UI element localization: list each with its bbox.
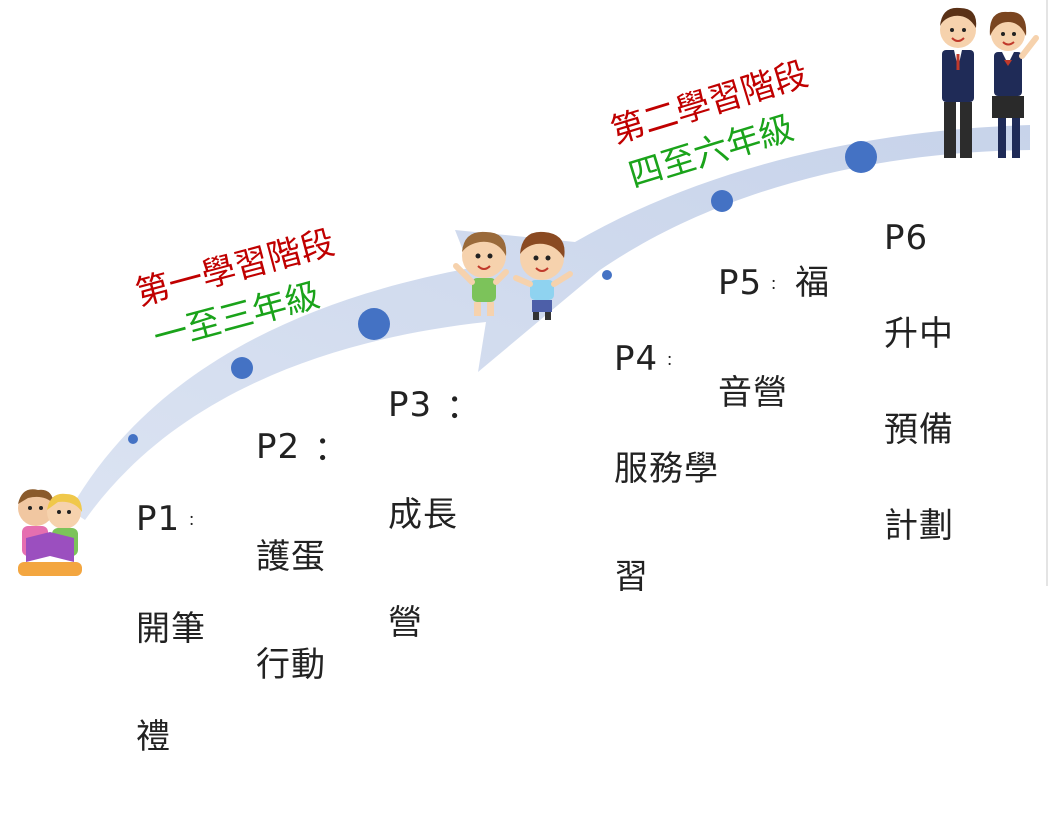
stage-line: 營 — [388, 602, 423, 643]
stage-dot-p4 — [602, 270, 612, 280]
stage-separator: ： — [314, 428, 350, 469]
stage-code: P1 — [136, 499, 181, 539]
stage-line: 開筆 — [136, 608, 206, 649]
stage-code: P6 — [884, 218, 929, 258]
stage-line: 習 — [614, 556, 649, 597]
children-reading-icon — [18, 489, 82, 576]
stage-dot-p6 — [845, 141, 877, 173]
students-in-uniform-icon — [940, 7, 1039, 158]
stage-code: P4 — [614, 339, 659, 379]
stage-separator: ： — [770, 276, 786, 293]
stage-p3: P3 ： 成長 營 — [388, 324, 481, 704]
stage-code: P3 — [388, 385, 433, 425]
stage-line: 禮 — [136, 716, 171, 757]
stage-p4: P4 ： 服務學 習 — [614, 278, 719, 658]
stage-line: 音營 — [718, 372, 788, 413]
stage-separator: ： — [446, 386, 482, 427]
stage-line: 預備 — [884, 410, 954, 450]
stage-line: 服務學 — [614, 448, 719, 489]
stage-p6: P6 升中 預備 計劃 — [884, 166, 954, 598]
progression-diagram: 第一學習階段 一至三年級 第二學習階段 四至六年級 P1： 開筆 禮 P2： 護… — [18, 0, 1048, 757]
stage-dot-p3 — [358, 308, 390, 340]
stage-line: 計劃 — [884, 506, 954, 546]
stage-dot-p2 — [231, 357, 253, 379]
stage-p2: P2 ： 護蛋 行動 — [256, 366, 349, 746]
stage-line: 升中 — [884, 314, 954, 354]
stage-line: 福 — [795, 263, 831, 303]
stage-line: 成長 — [388, 494, 458, 535]
stage-p1: P1 ： 開筆 禮 — [136, 438, 213, 818]
stage-p5: P5 ： 福 音營 — [718, 202, 830, 474]
stage-line: 行動 — [256, 644, 326, 685]
stage-dot-p5 — [711, 190, 733, 212]
stage-line: 護蛋 — [256, 536, 326, 577]
stage-separator: ： — [188, 512, 204, 529]
right-edge-line — [1046, 0, 1048, 586]
two-kids-cheering-icon — [453, 231, 573, 320]
stage-code: P5 — [718, 263, 763, 303]
stage-separator: ： — [666, 352, 682, 369]
stage-dot-p1 — [128, 434, 138, 444]
stage-code: P2 — [256, 427, 301, 467]
